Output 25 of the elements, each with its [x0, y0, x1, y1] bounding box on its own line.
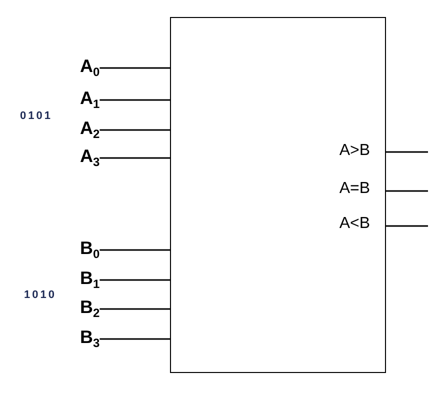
binary-value: 0101: [20, 110, 52, 122]
pin-line: [386, 225, 428, 227]
pin-line: [100, 129, 170, 131]
pin-line: [100, 308, 170, 310]
pin-label: B$_{0}$: [80, 238, 100, 258]
pin-line: [100, 67, 170, 69]
output-label: A=B: [339, 180, 370, 198]
pin-line: [100, 157, 170, 159]
output-label: A<B: [339, 215, 370, 233]
pin-line: [386, 151, 428, 153]
pin-line: [100, 99, 170, 101]
binary-value: 1010: [24, 289, 56, 301]
output-label: A>B: [339, 142, 370, 160]
pin-line: [100, 249, 170, 251]
pin-label: B$_{3}$: [80, 327, 100, 347]
pin-line: [100, 338, 170, 340]
pin-label: B$_{1}$: [80, 268, 100, 288]
pin-line: [100, 279, 170, 281]
pin-label: B$_{2}$: [80, 297, 100, 317]
pin-line: [386, 190, 428, 192]
pin-label: A$_{2}$: [80, 118, 100, 138]
comparator-block: [170, 17, 386, 373]
pin-label: A$_{1}$: [80, 88, 100, 108]
pin-label: A$_{3}$: [80, 146, 100, 166]
pin-label: A$_{0}$: [80, 56, 100, 76]
